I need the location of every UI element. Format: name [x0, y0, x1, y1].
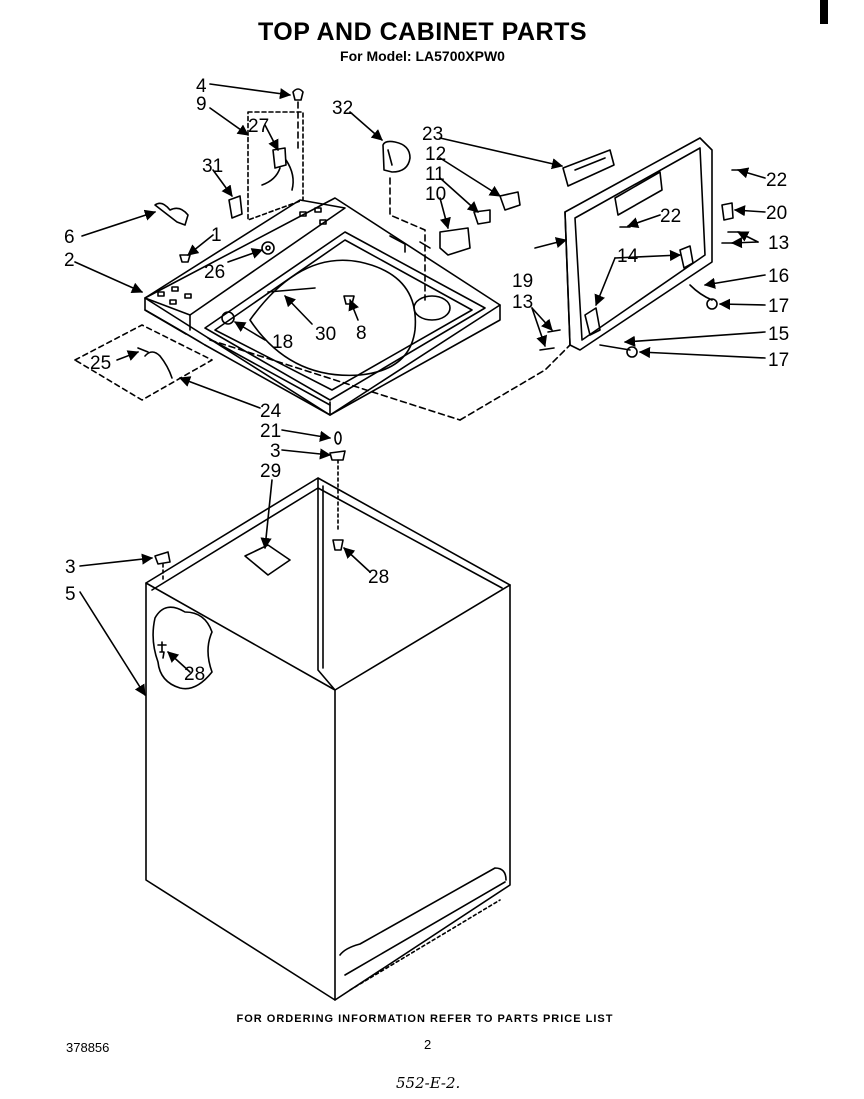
leader-arrows — [74, 83, 766, 696]
label-part-29: 29 — [260, 461, 281, 482]
tub-opening — [249, 259, 417, 377]
part-17-bumper-b — [626, 346, 638, 358]
dashed-connectors — [209, 101, 571, 421]
part-8-screw — [343, 295, 355, 305]
label-part-17-lower: 17 — [768, 350, 789, 371]
label-part-3-lower: 3 — [65, 557, 76, 578]
label-part-31: 31 — [202, 156, 223, 177]
model-subtitle: For Model: LA5700XPW0 — [340, 48, 505, 64]
part-12-actuator — [499, 191, 521, 211]
part-32-tray — [382, 140, 411, 173]
part-23-trim — [562, 149, 615, 187]
label-part-4: 4 — [196, 76, 207, 97]
part-1-screw — [179, 254, 191, 263]
lid-assembly — [564, 137, 713, 351]
handwritten-note: 552-E-2. — [396, 1074, 461, 1092]
label-part-9: 9 — [196, 94, 207, 115]
label-part-19: 19 — [512, 271, 533, 292]
label-part-22-lower: 22 — [660, 206, 681, 227]
label-part-13-right: 13 — [768, 233, 789, 254]
label-part-2: 2 — [64, 250, 75, 271]
part-11-switch — [473, 209, 491, 225]
label-part-11: 11 — [425, 164, 445, 185]
label-part-5: 5 — [65, 584, 76, 605]
cabinet — [145, 477, 511, 1001]
part-27-switch — [272, 147, 287, 169]
label-part-3-upper: 3 — [270, 441, 281, 462]
part-3-clip-upper — [329, 450, 346, 461]
document-number: 378856 — [66, 1040, 110, 1055]
label-part-30: 30 — [315, 324, 336, 345]
corner-mark — [820, 0, 828, 24]
part-30-rod — [267, 287, 316, 293]
tub-hole — [413, 295, 451, 321]
part-10-bracket — [439, 227, 471, 256]
part-29-bracket — [244, 544, 291, 576]
cabinet-front — [145, 582, 336, 1001]
part-6-hanger — [154, 202, 189, 226]
washer-top — [144, 197, 501, 416]
part-26-grommet — [261, 241, 275, 255]
label-part-13-left: 13 — [512, 292, 533, 313]
label-part-15: 15 — [768, 324, 789, 345]
label-part-21: 21 — [260, 421, 281, 442]
label-part-22-upper: 22 — [766, 170, 787, 191]
label-part-26: 26 — [204, 262, 225, 283]
part-21-plug — [334, 431, 342, 445]
cutaway-view — [152, 606, 213, 690]
label-part-6: 6 — [64, 227, 75, 248]
label-part-23: 23 — [422, 124, 443, 145]
label-part-1: 1 — [211, 225, 222, 246]
lid-inner — [574, 147, 706, 341]
lid-outer — [564, 137, 713, 351]
part-18-spring — [221, 311, 235, 325]
ordering-note: FOR ORDERING INFORMATION REFER TO PARTS … — [236, 1013, 614, 1025]
cabinet-toe-kick — [339, 867, 507, 956]
part-25-clip — [137, 347, 173, 379]
label-part-17-upper: 17 — [768, 296, 789, 317]
label-part-16: 16 — [768, 266, 789, 287]
console-panel — [144, 199, 346, 316]
label-part-14: 14 — [617, 246, 639, 267]
part-28-screw — [332, 539, 344, 551]
label-part-12: 12 — [425, 144, 446, 165]
page-title: TOP AND CABINET PARTS — [257, 18, 588, 46]
part-3-clip-lower — [154, 551, 171, 565]
label-part-28-left: 28 — [184, 664, 205, 685]
label-part-10: 10 — [425, 184, 446, 205]
part-20-hinge — [721, 202, 734, 221]
label-part-25: 25 — [90, 353, 111, 374]
label-part-24: 24 — [260, 401, 282, 422]
label-part-27: 27 — [248, 116, 269, 137]
part-labels: 4 9 27 32 31 23 12 11 10 22 22 20 13 6 1… — [64, 76, 789, 685]
cabinet-side — [334, 584, 511, 1001]
part-4-knob — [292, 88, 304, 101]
page-number: 2 — [424, 1037, 432, 1052]
label-part-20: 20 — [766, 203, 787, 224]
label-part-18: 18 — [272, 332, 293, 353]
small-parts — [74, 88, 743, 581]
label-part-8: 8 — [356, 323, 367, 344]
label-part-28-right: 28 — [368, 567, 389, 588]
part-17-bumper-a — [706, 298, 718, 310]
part-31-clip — [228, 195, 243, 219]
label-part-32: 32 — [332, 98, 353, 119]
lid-opening — [204, 231, 486, 401]
